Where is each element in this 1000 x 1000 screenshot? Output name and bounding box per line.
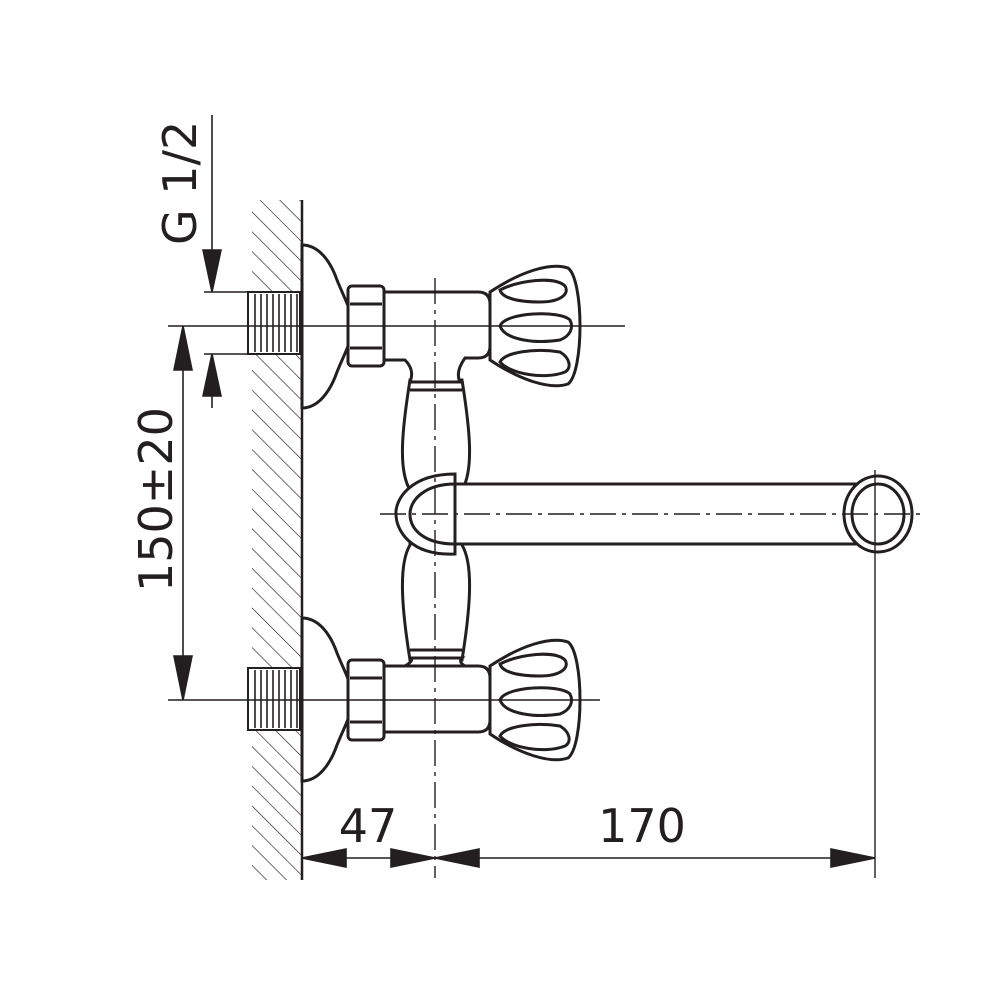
dimension-arrow (390, 848, 436, 868)
spout-reach-label: 170 (598, 799, 686, 853)
hex-nuts (346, 284, 386, 742)
handle-grip-slot (498, 278, 568, 304)
inlet-threads (247, 291, 301, 731)
horizontal-dimensions (301, 848, 876, 868)
handle-grip-slot (498, 686, 574, 717)
thread-size-label: G 1/2 (153, 121, 207, 245)
dimension-arrow (301, 848, 347, 868)
dimension-arrow-up (173, 325, 193, 371)
thread-arrow-bottom (202, 353, 222, 397)
thread-arrow-top (202, 249, 222, 293)
center-distance-dimension (173, 325, 193, 701)
center-lines (168, 278, 925, 880)
center-distance-label: 150±20 (129, 407, 183, 592)
wall-offset-label: 47 (339, 799, 398, 853)
thread-size-dimension (202, 115, 248, 408)
dimension-arrow (434, 848, 480, 868)
handle-grip-slot (498, 348, 571, 378)
handle-grip-slot (498, 652, 568, 678)
handle-grip-slot (498, 722, 571, 752)
dimension-arrow (830, 848, 876, 868)
dimension-arrow-down (173, 655, 193, 701)
handle-grip-slot (498, 312, 574, 343)
